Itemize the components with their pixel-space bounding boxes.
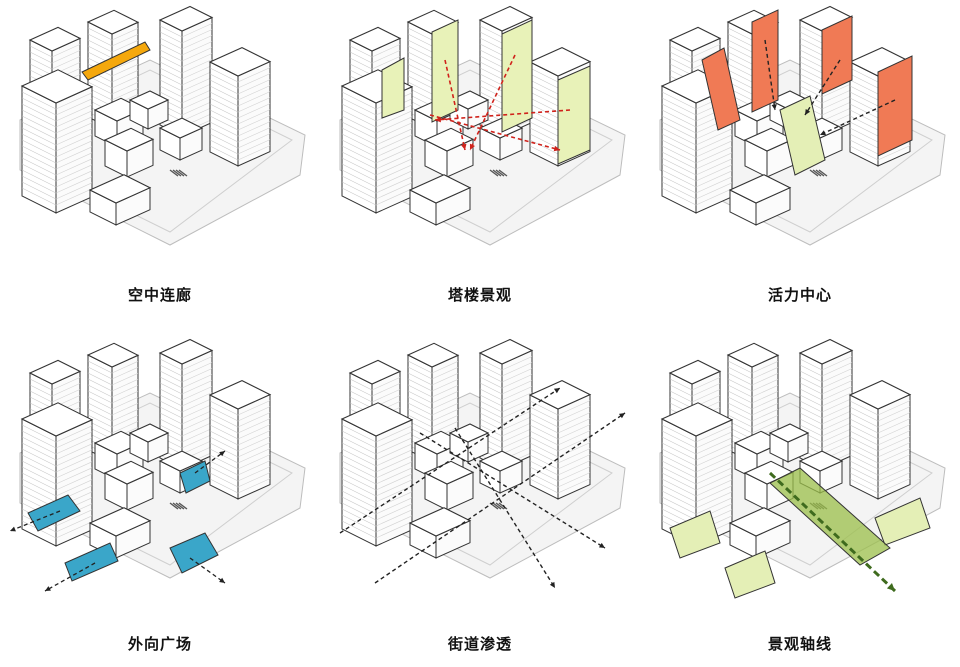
view-arrow-1 bbox=[444, 59, 466, 151]
tower-back-center bbox=[406, 342, 460, 463]
tower-facade-a bbox=[381, 57, 405, 119]
tower-front-left bbox=[340, 69, 414, 214]
panel-sky-bridge: 空中连廊 bbox=[0, 0, 320, 333]
panel-outward-plazas: 外向广场 bbox=[0, 333, 320, 666]
active-facade-a bbox=[701, 47, 741, 131]
street-arrow-2 bbox=[374, 412, 626, 584]
view-arrow-3-head bbox=[553, 145, 560, 152]
axis-arrow bbox=[768, 471, 897, 593]
plaza-arrow-4-head bbox=[219, 451, 225, 457]
diagram-tower-views bbox=[339, 5, 626, 246]
tower-right bbox=[528, 379, 592, 500]
flow-arrow-1-head bbox=[771, 104, 777, 110]
caption-tower-views: 塔楼景观 bbox=[447, 286, 512, 304]
view-arrow-4 bbox=[434, 109, 571, 121]
tower-facade-d bbox=[557, 65, 591, 165]
street-arrow-4-head bbox=[549, 581, 555, 588]
tower-right bbox=[208, 46, 272, 167]
plaza-front bbox=[64, 542, 119, 582]
view-arrow-3 bbox=[429, 114, 561, 151]
diagram-landscape-axis bbox=[659, 338, 946, 599]
caption-street-permeation: 街道渗透 bbox=[447, 635, 512, 653]
caption-sky-bridge: 空中连廊 bbox=[127, 286, 192, 304]
podium-center-b bbox=[128, 423, 170, 463]
podium-front bbox=[408, 174, 472, 226]
podium-center-c bbox=[423, 127, 475, 178]
flow-arrow-3-head bbox=[820, 130, 827, 136]
panel-tower-views: 塔楼景观 bbox=[320, 0, 640, 333]
active-facade-d bbox=[877, 55, 913, 157]
street-arrow-1 bbox=[339, 387, 561, 534]
diagram-outward-plazas bbox=[9, 338, 306, 592]
panel-landscape-axis: 景观轴线 bbox=[640, 333, 960, 666]
diagram-vitality-center bbox=[659, 5, 946, 246]
podium-center-b bbox=[448, 423, 490, 463]
flow-arrow-2 bbox=[804, 59, 841, 116]
podium-center-b bbox=[128, 90, 170, 130]
plaza-arrow-3-head bbox=[219, 577, 225, 583]
tower-front-left bbox=[20, 69, 94, 214]
panel-vitality-center: 活力中心 bbox=[640, 0, 960, 333]
view-arrow-4-head bbox=[435, 116, 441, 123]
tower-back-right bbox=[158, 338, 214, 470]
active-facade-c bbox=[821, 15, 853, 95]
podium-center-b bbox=[768, 423, 810, 463]
sky-bridge bbox=[81, 41, 151, 81]
flow-arrow-2-head bbox=[805, 108, 811, 115]
view-arrow-2-head bbox=[469, 143, 475, 150]
street-arrow-4 bbox=[454, 427, 556, 589]
plaza-left bbox=[27, 494, 81, 532]
plaza-arrow-3 bbox=[189, 557, 226, 584]
plaza-right bbox=[169, 532, 219, 574]
podium-center-b bbox=[448, 90, 490, 130]
street-arrow-3 bbox=[419, 432, 606, 549]
flow-arrow-1 bbox=[764, 39, 776, 111]
caption-outward-plazas: 外向广场 bbox=[127, 635, 192, 653]
tower-right bbox=[848, 379, 912, 500]
diagram-street-permeation bbox=[339, 338, 626, 589]
green-area-right bbox=[874, 497, 931, 546]
tower-facade-b bbox=[431, 19, 459, 123]
podium-front bbox=[728, 174, 792, 226]
panel-street-permeation: 街道渗透 bbox=[320, 333, 640, 666]
active-facade-b bbox=[751, 9, 779, 113]
green-area-front bbox=[724, 550, 776, 599]
axis-arrow-head bbox=[886, 583, 895, 591]
podium-front bbox=[88, 174, 152, 226]
central-court bbox=[779, 95, 826, 176]
podium-center-c bbox=[103, 460, 155, 511]
plaza-arrow-4 bbox=[194, 450, 226, 474]
plaza-arrow-2 bbox=[44, 562, 96, 592]
podium-center-c bbox=[743, 127, 795, 178]
caption-landscape-axis: 景观轴线 bbox=[767, 635, 832, 653]
tower-facade-c bbox=[501, 19, 533, 133]
plaza-arrow-1 bbox=[9, 510, 61, 532]
podium-right bbox=[158, 117, 204, 161]
street-arrow-2-head bbox=[618, 413, 625, 419]
landscape-axis-band bbox=[769, 467, 891, 566]
green-area-left bbox=[669, 510, 721, 559]
tower-front-left bbox=[20, 402, 94, 547]
view-arrow-2 bbox=[469, 54, 516, 151]
podium-front bbox=[408, 507, 472, 559]
plaza-back bbox=[179, 460, 211, 494]
street-arrow-3-head bbox=[598, 542, 605, 548]
podium-right bbox=[478, 450, 524, 494]
plaza-arrow-2-head bbox=[45, 586, 51, 591]
plaza-arrow-1-head bbox=[10, 526, 16, 532]
view-arrow-1-head bbox=[461, 143, 467, 150]
street-arrow-1-head bbox=[553, 388, 560, 394]
tower-right bbox=[208, 379, 272, 500]
podium-center-c bbox=[103, 127, 155, 178]
caption-vitality-center: 活力中心 bbox=[767, 286, 832, 304]
tower-front-left bbox=[340, 402, 414, 547]
diagram-sky-bridge bbox=[19, 5, 306, 246]
